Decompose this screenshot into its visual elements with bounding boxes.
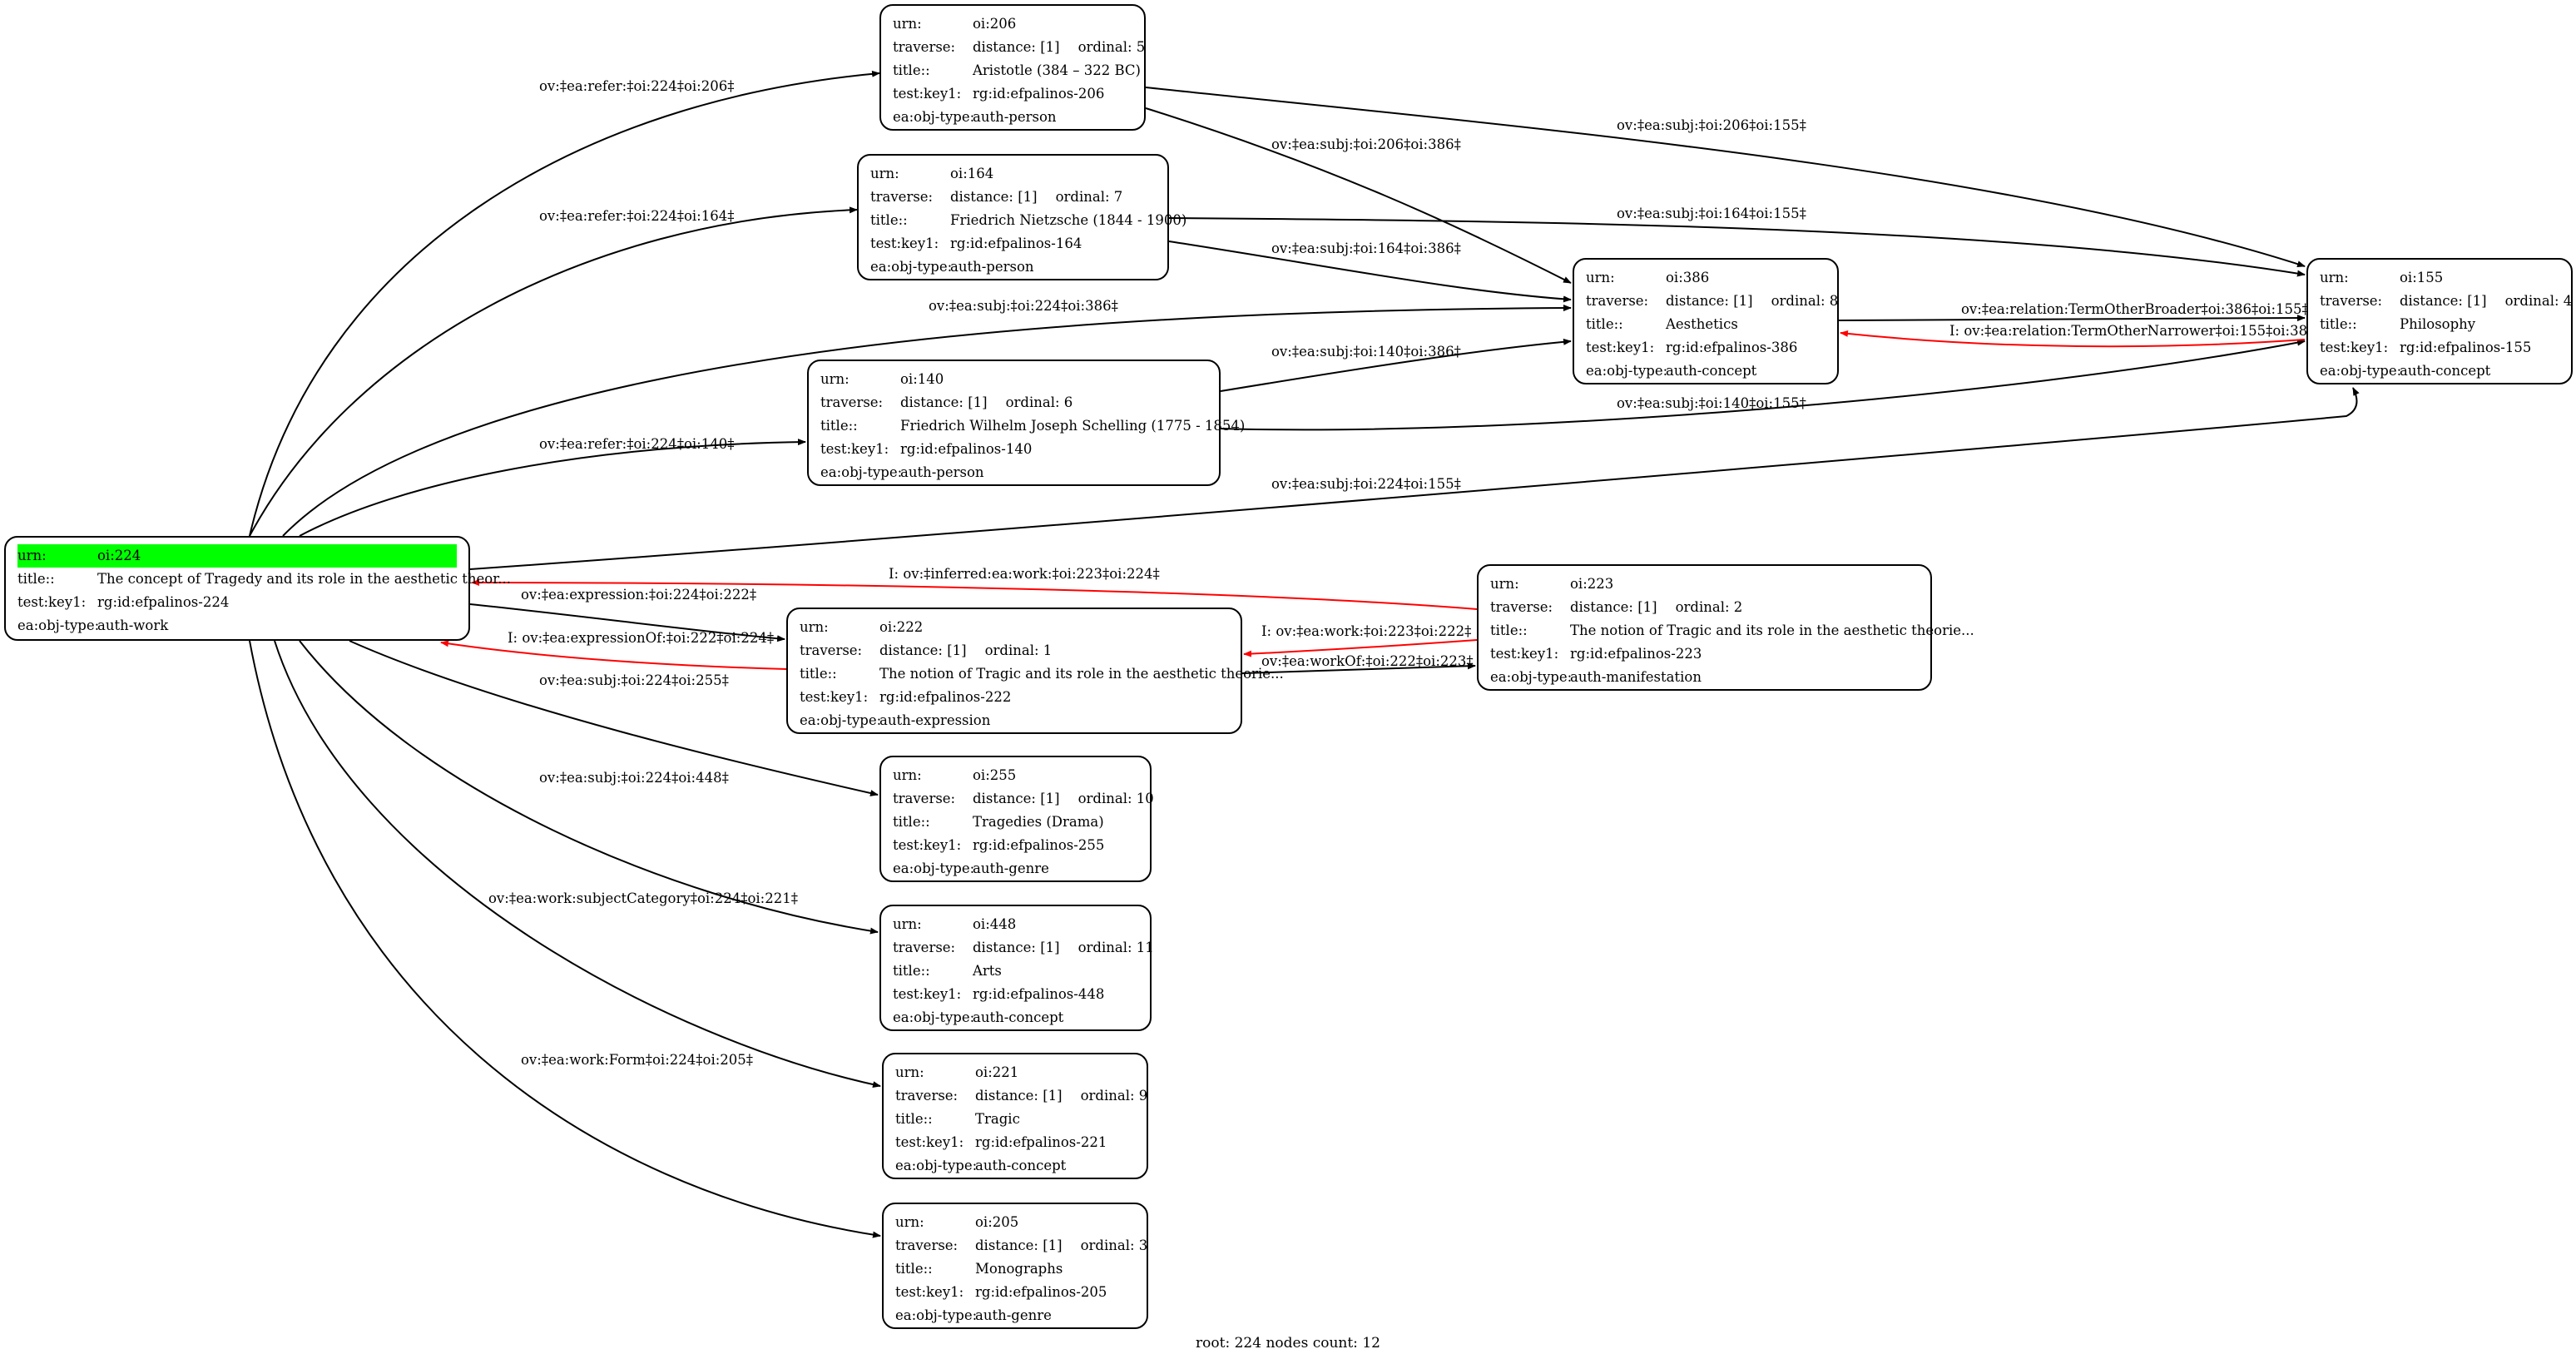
edge-label: ov:‡ea:refer:‡oi:224‡oi:164‡ (539, 208, 735, 224)
edge-label: ov:‡ea:subj:‡oi:224‡oi:448‡ (539, 770, 729, 786)
node-oi-155[interactable]: urn:oi:155 traverse:distance: [1]ordinal… (2306, 258, 2573, 384)
edge-label: ov:‡ea:workOf:‡oi:222‡oi:223‡ (1261, 653, 1474, 669)
edge-n224-n222 (469, 603, 785, 642)
edge-n223-n222 (1243, 639, 1478, 657)
edge-n222-n223 (1241, 662, 1476, 674)
edge-label: ov:‡ea:expression:‡oi:224‡oi:222‡ (521, 587, 757, 603)
edge-n224-n448 (299, 640, 879, 935)
node-oi-222[interactable]: urn:oi:222 traverse:distance: [1]ordinal… (786, 608, 1284, 734)
edge-label: ov:‡ea:refer:‡oi:224‡oi:206‡ (539, 78, 735, 94)
edge-n140-n386 (1220, 338, 1572, 392)
node-oi-223[interactable]: urn:oi:223 traverse:distance: [1]ordinal… (1477, 564, 1974, 691)
edge-n224-n164 (249, 206, 858, 537)
edge-label: ov:‡ea:subj:‡oi:224‡oi:255‡ (539, 672, 729, 688)
node-oi-221[interactable]: urn:oi:221 traverse:distance: [1]ordinal… (882, 1053, 1148, 1179)
edge-label: ov:‡ea:subj:‡oi:140‡oi:386‡ (1271, 344, 1461, 360)
edge-label: ov:‡ea:work:subjectCategory‡oi:224‡oi:22… (488, 890, 798, 906)
footer-node-count: root: 224 nodes count: 12 (1196, 1335, 1380, 1352)
objtype-value: auth-work (97, 618, 169, 633)
edge-label: ov:‡ea:relation:TermOtherBroader‡oi:386‡… (1961, 301, 2309, 317)
edge-n224-n255 (349, 640, 879, 796)
edge-n164-n386 (1168, 241, 1572, 303)
edge-n224-n205 (249, 640, 881, 1238)
edge-n224-n386 (282, 305, 1572, 537)
node-oi-206[interactable]: urn:oi:206 traverse:distance: [1]ordinal… (879, 4, 1146, 131)
edge-label: ov:‡ea:subj:‡oi:224‡oi:155‡ (1271, 476, 1461, 492)
node-oi-448[interactable]: urn:oi:448 traverse:distance: [1]ordinal… (879, 905, 1154, 1031)
edge-label: ov:‡ea:subj:‡oi:164‡oi:386‡ (1271, 241, 1461, 256)
title-value: The concept of Tragedy and its role in t… (97, 571, 512, 587)
urn-row: urn:oi:224 (17, 544, 457, 568)
edge-label: ov:‡ea:subj:‡oi:224‡oi:386‡ (929, 298, 1118, 314)
node-oi-140[interactable]: urn:oi:140 traverse:distance: [1]ordinal… (807, 360, 1245, 486)
urn-value: oi:224 (97, 548, 141, 563)
edge-n206-n386 (1145, 107, 1572, 284)
edge-label: ov:‡ea:subj:‡oi:140‡oi:155‡ (1617, 395, 1806, 411)
edge-label: ov:‡ea:work:Form‡oi:224‡oi:205‡ (521, 1052, 754, 1068)
node-oi-224[interactable]: urn:oi:224 title::The concept of Tragedy… (4, 536, 511, 641)
edge-label: I: ov:‡ea:relation:TermOtherNarrower‡oi:… (1949, 323, 2323, 339)
edge-n222-n224 (440, 640, 787, 670)
edge-n224-n155 (469, 387, 2360, 570)
testkey-value: rg:id:efpalinos-224 (97, 594, 230, 610)
edge-label: ov:‡ea:subj:‡oi:206‡oi:386‡ (1271, 136, 1461, 152)
edge-label: ov:‡ea:subj:‡oi:206‡oi:155‡ (1617, 117, 1806, 133)
edge-n155-n386 (1840, 330, 2306, 348)
edge-label: ov:‡ea:subj:‡oi:164‡oi:155‡ (1617, 206, 1806, 221)
edge-n206-n155 (1145, 87, 2306, 268)
edge-n386-n155 (1838, 315, 2306, 322)
edge-label: I: ov:‡ea:work:‡oi:223‡oi:222‡ (1261, 623, 1472, 639)
node-oi-255[interactable]: urn:oi:255 traverse:distance: [1]ordinal… (879, 756, 1154, 882)
edge-n140-n155 (1220, 339, 2306, 431)
edge-n224-n221 (274, 640, 881, 1089)
edge-n223-n224 (471, 579, 1478, 610)
edge-label: ov:‡ea:refer:‡oi:224‡oi:140‡ (539, 436, 735, 452)
edge-n224-n140 (299, 439, 806, 537)
node-oi-205[interactable]: urn:oi:205 traverse:distance: [1]ordinal… (882, 1203, 1148, 1329)
node-oi-164[interactable]: urn:oi:164 traverse:distance: [1]ordinal… (857, 154, 1186, 280)
edge-n164-n155 (1168, 217, 2306, 277)
edge-n224-n206 (249, 70, 880, 537)
edge-label: I: ov:‡ea:expressionOf:‡oi:222‡oi:224‡ (508, 630, 775, 646)
node-oi-386[interactable]: urn:oi:386 traverse:distance: [1]ordinal… (1573, 258, 1839, 384)
edge-label: I: ov:‡inferred:ea:work:‡oi:223‡oi:224‡ (889, 566, 1160, 582)
